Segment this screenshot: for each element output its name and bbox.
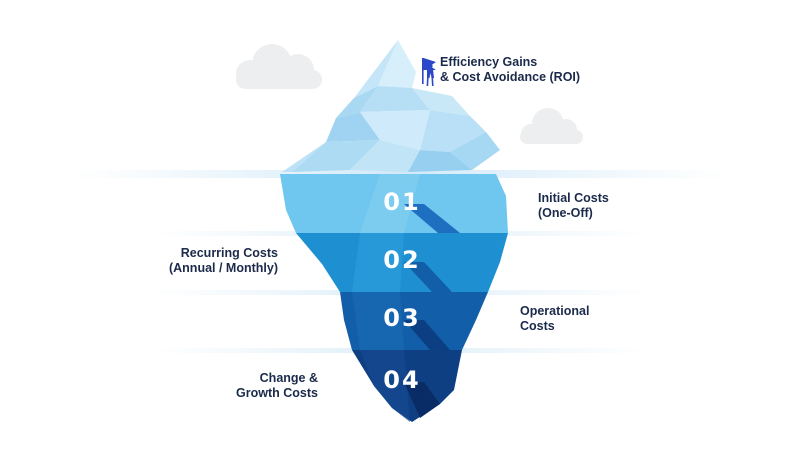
layer-01: 01 xyxy=(280,174,508,233)
layer-02: 02 xyxy=(296,233,508,292)
layer-number: 02 xyxy=(383,246,420,274)
label-operational-costs: Operational Costs xyxy=(520,304,590,333)
layer-number: 01 xyxy=(383,188,420,216)
cloud-left-icon xyxy=(236,44,322,89)
label-recurring-costs: Recurring Costs (Annual / Monthly) xyxy=(168,246,278,275)
layer-number: 04 xyxy=(383,366,420,394)
layer-04: 04 xyxy=(352,350,462,422)
label-roi: Efficiency Gains & Cost Avoidance (ROI) xyxy=(440,55,581,84)
layer-number: 03 xyxy=(383,304,420,332)
label-initial-costs: Initial Costs (One-Off) xyxy=(538,191,609,220)
person-with-flag-icon xyxy=(422,58,436,86)
layer-03: 03 xyxy=(340,292,488,350)
label-change-growth-costs: Change & Growth Costs xyxy=(236,371,318,400)
iceberg-tip xyxy=(282,40,500,172)
cloud-right-icon xyxy=(520,108,583,144)
